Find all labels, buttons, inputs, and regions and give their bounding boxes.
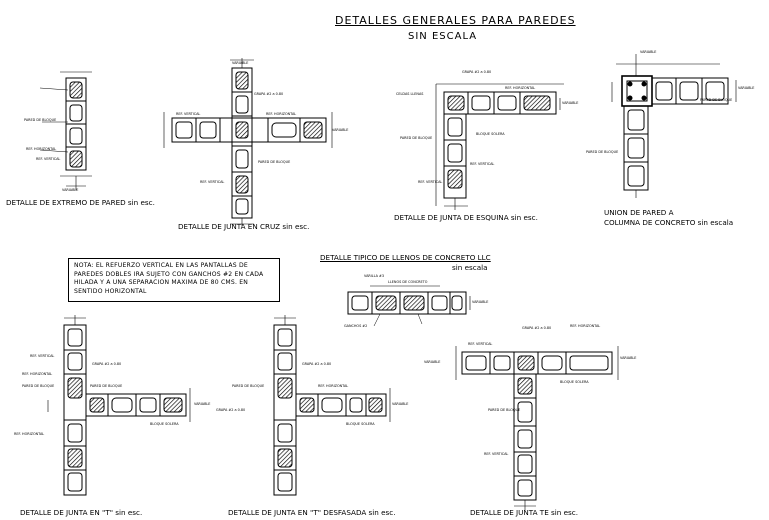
label-ref-vertical: REF. VERTICAL — [468, 342, 493, 346]
label-ref-vertical: REF. VERTICAL — [484, 452, 509, 456]
detail-te-joint — [455, 346, 619, 510]
caption-te-joint: DETALLE DE JUNTA TE sin esc. — [470, 508, 579, 517]
label-grapa: GRAPA #2 a 0.80 — [216, 408, 246, 412]
detail-wall-end — [39, 71, 92, 190]
label-pared-bloque: PARED DE BLOQUE — [258, 160, 291, 164]
sheet-subtitle: SIN ESCALA — [408, 31, 478, 42]
label-pared-bloque: PARED DE BLOQUE — [90, 384, 123, 388]
caption-wall-end: DETALLE DE EXTREMO DE PARED sin esc. — [6, 198, 155, 207]
label-grapa: GRAPA #2 a 0.80 — [92, 362, 122, 366]
label-ref-horizontal: REF. HORIZONTAL — [14, 432, 45, 436]
label-ref-horizontal: REF. HORIZONTAL — [505, 86, 536, 90]
caption-corner-joint: DETALLE DE JUNTA DE ESQUINA sin esc. — [394, 213, 538, 222]
caption-union-line1: UNION DE PARED A — [604, 208, 674, 217]
note-line: HILADA Y A UNA SEPARACION MAXIMA DE 80 C… — [74, 279, 249, 286]
detail-concrete-fill — [347, 285, 471, 327]
caption-union-line2: COLUMNA DE CONCRETO sin escala — [604, 218, 734, 227]
label-bloque-solera: BLOQUE SOLERA — [150, 422, 179, 426]
label-pared-bloque: PARED DE BLOQUE — [24, 118, 57, 122]
note-line: NOTA: EL REFUERZO VERTICAL EN LAS PANTAL… — [74, 262, 248, 269]
detail-t-joint — [47, 315, 191, 496]
label-variable: VARIABLE — [332, 128, 349, 132]
label-grapa: GRAPA #2 a 0.80 — [302, 362, 332, 366]
label-pared-bloque: PARED DE BLOQUE — [232, 384, 265, 388]
label-grapa: GRAPA #2 a 0.80 — [462, 70, 492, 74]
label-variable: VARIABLE — [472, 300, 489, 304]
note-line: PAREDES DOBLES IRA SUJETO CON GANCHOS #2… — [74, 270, 264, 278]
label-variable: VARIABLE — [232, 61, 249, 65]
label-ref-horizontal: REF. HORIZONTAL — [570, 324, 601, 328]
label-pared-bloque: PARED DE BLOQUE — [700, 98, 733, 102]
caption-concrete-fill-scale: sin escala — [452, 263, 488, 272]
detail-offset-t-joint — [273, 315, 391, 496]
label-bloque-solera: BLOQUE SOLERA — [476, 132, 505, 136]
label-variable: VARIABLE — [62, 188, 79, 192]
label-ref-vertical: REF. VERTICAL — [200, 180, 225, 184]
label-variable: VARIABLE — [738, 86, 755, 90]
label-pared-bloque: PARED DE BLOQUE — [22, 384, 55, 388]
sheet-title: DETALLES GENERALES PARA PAREDES — [335, 14, 576, 27]
label-ref-vertical: REF. VERTICAL — [36, 157, 61, 161]
label-variable: VARIABLE — [194, 402, 211, 406]
label-pared-bloque: PARED DE BLOQUE — [488, 408, 521, 412]
label-bloque-solera: BLOQUE SOLERA — [346, 422, 375, 426]
label-ref-horizontal: REF. HORIZONTAL — [318, 384, 349, 388]
label-ganchos: GANCHOS #2 — [344, 324, 368, 328]
reinforcement-note: NOTA: EL REFUERZO VERTICAL EN LAS PANTAL… — [68, 258, 280, 302]
label-grapa: GRAPA #2 a 0.80 — [254, 92, 284, 96]
label-grapa: GRAPA #2 a 0.80 — [522, 326, 552, 330]
label-variable: VARIABLE — [392, 402, 409, 406]
label-variable: VARIABLE — [640, 50, 657, 54]
label-celdas-llenas: CELDAS LLENAS — [396, 92, 424, 96]
label-pared-bloque: PARED DE BLOQUE — [400, 136, 433, 140]
label-ref-vertical: REF. VERTICAL — [30, 354, 55, 358]
label-ref-vertical: REF. VERTICAL — [176, 112, 201, 116]
label-variable: VARIABLE — [424, 360, 441, 364]
caption-t-joint: DETALLE DE JUNTA EN "T" sin esc. — [20, 508, 143, 517]
label-variable: VARIABLE — [620, 356, 637, 360]
label-pared-bloque: PARED DE BLOQUE — [586, 150, 619, 154]
detail-corner-joint — [435, 83, 564, 210]
label-ref-horizontal: REF. HORIZONTAL — [266, 112, 297, 116]
label-ref-horizontal: REF. HORIZONTAL — [22, 372, 53, 376]
label-ref-vertical: REF. VERTICAL — [418, 180, 443, 184]
caption-cross-joint: DETALLE DE JUNTA EN CRUZ sin esc. — [178, 222, 310, 231]
note-line: SENTIDO HORIZONTAL — [74, 287, 147, 295]
label-llenos: LLENOS DE CONCRETO — [388, 280, 428, 284]
detail-wall-column-union — [611, 54, 737, 198]
caption-offset-t-joint: DETALLE DE JUNTA EN "T" DESFASADA sin es… — [228, 508, 396, 517]
detail-cross-joint — [163, 58, 333, 226]
caption-concrete-fill: DETALLE TIPICO DE LLENOS DE CONCRETO LLC — [320, 253, 491, 262]
label-ref-horizontal: REF. HORIZONTAL — [26, 147, 57, 151]
label-ref-vertical: REF. VERTICAL — [470, 162, 495, 166]
label-varilla: VARILLA #3 — [364, 274, 385, 278]
label-bloque-solera: BLOQUE SOLERA — [560, 380, 589, 384]
label-variable: VARIABLE — [562, 101, 579, 105]
